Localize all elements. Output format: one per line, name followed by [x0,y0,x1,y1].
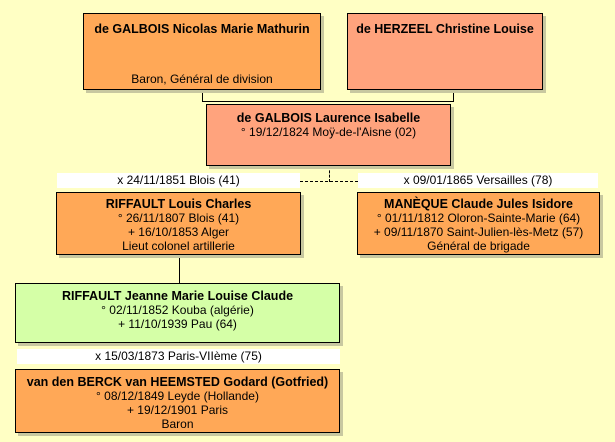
marriage-label-3: x 15/03/1873 Paris-VIIème (75) [17,349,340,364]
person-title: Général de brigade [427,239,530,253]
person-name: de GALBOIS Laurence Isabelle [236,111,421,125]
person-name: RIFFAULT Jeanne Marie Louise Claude [61,289,294,303]
person-box-child[interactable]: RIFFAULT Jeanne Marie Louise Claude ° 02… [15,283,340,343]
connector-subject-down [329,166,330,182]
person-name: RIFFAULT Louis Charles [105,197,252,211]
connector-mother-down [453,90,454,102]
person-box-father[interactable]: de GALBOIS Nicolas Marie Mathurin Baron,… [83,13,321,90]
person-name: de GALBOIS Nicolas Marie Mathurin [94,22,310,36]
person-name: MANÈQUE Claude Jules Isidore [384,197,573,211]
marriage-label-2: x 09/01/1865 Versailles (78) [358,173,598,188]
marriage-label-1: x 24/11/1851 Blois (41) [57,173,300,188]
person-title: Baron, Général de division [131,72,273,86]
person-box-subject[interactable]: de GALBOIS Laurence Isabelle ° 19/12/182… [206,104,451,166]
person-birth: ° 01/11/1812 Oloron-Sainte-Marie (64) [376,211,581,225]
person-box-child-spouse[interactable]: van den BERCK van HEEMSTED Godard (Gotfr… [15,369,340,433]
person-birth: ° 08/12/1849 Leyde (Hollande) [96,389,259,403]
connector-parents-bar [202,101,454,102]
person-title: Baron [161,417,194,431]
person-name: de HERZEEL Christine Louise [356,22,534,36]
person-birth: ° 19/12/1824 Moÿ-de-l'Aisne (02) [240,125,417,139]
person-title: Lieut colonel artillerie [122,239,235,253]
connector-spouse1-child [179,255,180,283]
person-box-spouse-2[interactable]: MANÈQUE Claude Jules Isidore ° 01/11/181… [357,192,600,255]
connector-spouses-bar [300,181,358,182]
connector-father-down [202,90,203,102]
person-death: + 11/10/1939 Pau (64) [118,317,237,331]
person-death: + 16/10/1853 Alger [127,225,230,239]
person-death: + 19/12/1901 Paris [126,403,229,417]
person-death: + 09/11/1870 Saint-Julien-lès-Metz (57) [373,225,584,239]
person-birth: ° 26/11/1807 Blois (41) [117,211,240,225]
person-box-mother[interactable]: de HERZEEL Christine Louise [347,13,543,90]
person-birth: ° 02/11/1852 Kouba (algérie) [101,303,254,317]
person-box-spouse-1[interactable]: RIFFAULT Louis Charles ° 26/11/1807 Bloi… [56,192,301,255]
person-name: van den BERCK van HEEMSTED Godard (Gotfr… [26,375,329,389]
